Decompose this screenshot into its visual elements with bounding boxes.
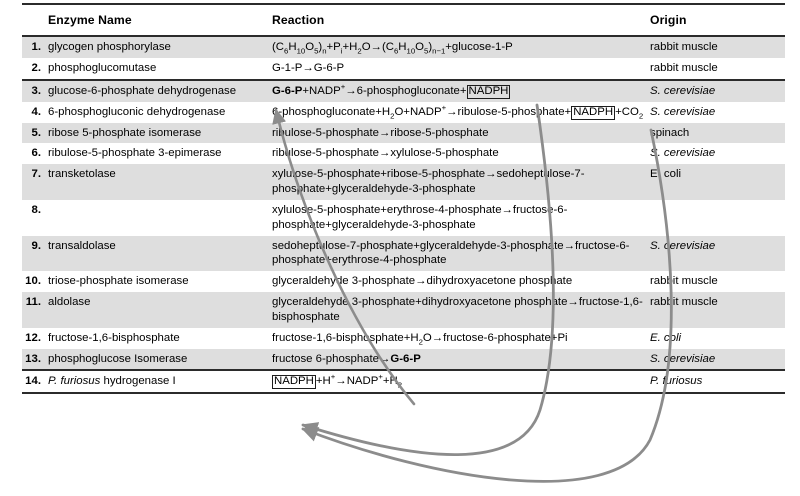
origin-cell: rabbit muscle	[650, 36, 785, 58]
reaction-cell: fructose 6-phosphate→G-6-P	[272, 348, 650, 371]
row-number: 4.	[22, 101, 48, 123]
reaction-cell: G-6-P+NADP+→6-phosphogluconate+NADPH	[272, 78, 650, 102]
row-number: 3.	[22, 78, 48, 102]
origin-cell: rabbit muscle	[650, 271, 785, 293]
column-header-enzyme-name: Enzyme Name	[48, 3, 272, 37]
origin-cell: rabbit muscle	[650, 292, 785, 328]
origin-cell: rabbit muscle	[650, 57, 785, 80]
enzyme-name-cell: glycogen phosphorylase	[48, 36, 272, 58]
enzyme-name-cell: 6-phosphogluconic dehydrogenase	[48, 101, 272, 123]
reaction-cell: (C6H10O5)n+Pi+H2O→(C6H10O5)n−1+glucose-1…	[272, 36, 650, 58]
reaction-cell: glyceraldehyde 3-phosphate→dihydroxyacet…	[272, 271, 650, 293]
reaction-cell: G-1-P→G-6-P	[272, 57, 650, 80]
column-header-origin: Origin	[650, 3, 785, 37]
reaction-cell: xylulose-5-phosphate+erythrose-4-phospha…	[272, 199, 650, 236]
row-number: 10.	[22, 271, 48, 293]
origin-cell: P. furiosus	[650, 369, 785, 395]
origin-cell	[650, 199, 785, 236]
row-number: 13.	[22, 348, 48, 371]
table-header: Enzyme Name Reaction Origin	[22, 3, 785, 37]
table-row: 1.glycogen phosphorylase(C6H10O5)n+Pi+H2…	[22, 36, 785, 58]
reaction-cell: fructose-1,6-bisphosphate+H2O→fructose-6…	[272, 327, 650, 349]
row-number: 9.	[22, 235, 48, 272]
row-number: 7.	[22, 164, 48, 200]
enzyme-name-cell: transaldolase	[48, 235, 272, 272]
enzyme-name-cell: fructose-1,6-bisphosphate	[48, 327, 272, 349]
enzyme-name-cell: ribose 5-phosphate isomerase	[48, 122, 272, 144]
row-number: 5.	[22, 122, 48, 144]
table-row: 8. xylulose-5-phosphate+erythrose-4-phosp…	[22, 199, 785, 236]
enzyme-name-cell: transketolase	[48, 164, 272, 200]
reaction-cell: 6-phosphogluconate+H2O+NADP+→ribulose-5-…	[272, 101, 650, 123]
enzyme-name-cell: phosphoglucose Isomerase	[48, 348, 272, 371]
origin-cell: S. cerevisiae	[650, 348, 785, 371]
enzyme-name-cell: ribulose-5-phosphate 3-epimerase	[48, 143, 272, 165]
enzyme-name-cell: phosphoglucomutase	[48, 57, 272, 80]
column-header-number	[22, 3, 48, 37]
origin-cell: S. cerevisiae	[650, 101, 785, 123]
reaction-cell: xylulose-5-phosphate+ribose-5-phosphate→…	[272, 164, 650, 200]
reaction-cell: ribulose-5-phosphate→xylulose-5-phosphat…	[272, 143, 650, 165]
row-number: 14.	[22, 369, 48, 395]
origin-cell: S. cerevisiae	[650, 235, 785, 272]
row-number: 12.	[22, 327, 48, 349]
enzyme-name-cell	[48, 199, 272, 236]
table-body: 1.glycogen phosphorylase(C6H10O5)n+Pi+H2…	[22, 36, 785, 395]
row-number: 11.	[22, 292, 48, 328]
enzyme-name-cell: triose-phosphate isomerase	[48, 271, 272, 293]
row-number: 8.	[22, 199, 48, 236]
reaction-cell: ribulose-5-phosphate→ribose-5-phosphate	[272, 122, 650, 144]
reaction-cell: NADPH+H+→NADP++H2	[272, 369, 650, 395]
row-number: 2.	[22, 57, 48, 80]
column-header-reaction: Reaction	[272, 3, 650, 37]
reaction-cell: sedoheptulose-7-phosphate+glyceraldehyde…	[272, 235, 650, 272]
enzyme-name-cell: glucose-6-phosphate dehydrogenase	[48, 78, 272, 102]
origin-cell: S. cerevisiae	[650, 143, 785, 165]
origin-cell: E. coli	[650, 327, 785, 349]
row-number: 1.	[22, 36, 48, 58]
enzyme-reaction-table: Enzyme Name Reaction Origin 1.glycogen p…	[22, 3, 785, 395]
row-number: 6.	[22, 143, 48, 165]
origin-cell: spinach	[650, 122, 785, 144]
origin-cell: E. coli	[650, 164, 785, 200]
enzyme-name-cell: P. furiosus hydrogenase I	[48, 369, 272, 395]
origin-cell: S. cerevisiae	[650, 78, 785, 102]
reaction-cell: glyceraldehyde 3-phosphate+dihydroxyacet…	[272, 292, 650, 328]
enzyme-name-cell: aldolase	[48, 292, 272, 328]
table-header-row: Enzyme Name Reaction Origin	[22, 3, 785, 37]
